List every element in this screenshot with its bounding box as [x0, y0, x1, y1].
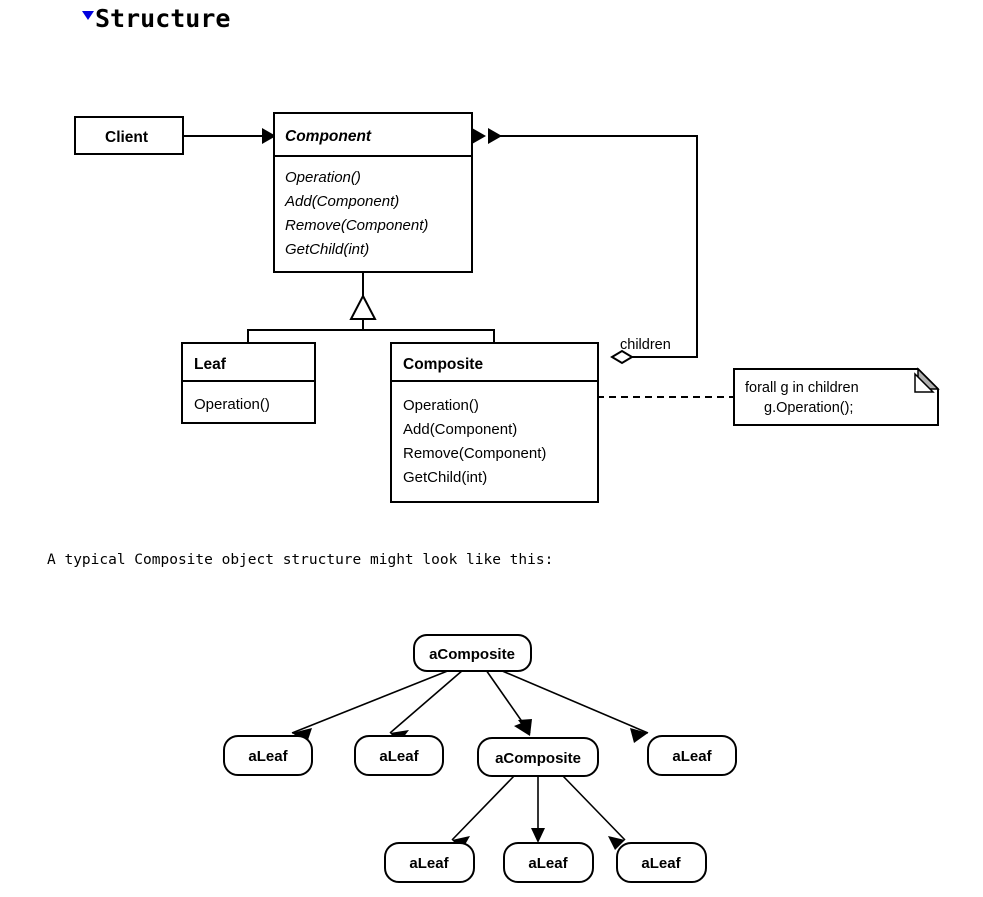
edge-root-to-leaf3: [499, 669, 649, 743]
edge-root-to-leaf2: [389, 669, 464, 743]
class-name-component: Component: [285, 128, 372, 145]
note-line-2: g.Operation();: [764, 400, 853, 416]
uml-class-diagram: children Client Component Operation() Ad…: [74, 112, 940, 503]
object-label: aLeaf: [379, 748, 419, 765]
class-name-client: Client: [105, 129, 148, 146]
class-operation: Operation(): [285, 169, 361, 186]
edge-composite-children-to-component: children: [472, 128, 698, 365]
triangle-down-icon[interactable]: [82, 11, 94, 20]
object-label: aLeaf: [248, 748, 288, 765]
note-box: forall g in children g.Operation();: [733, 367, 940, 426]
object-node-aleaf-6[interactable]: aLeaf: [616, 842, 707, 883]
edge-client-to-component: [183, 128, 276, 144]
note-line-1: forall g in children: [745, 380, 859, 396]
class-box-client[interactable]: Client: [74, 116, 184, 155]
class-box-composite[interactable]: Composite Operation() Add(Component) Rem…: [390, 342, 599, 503]
section-header[interactable]: Structure: [82, 4, 230, 38]
object-node-acomposite-mid[interactable]: aComposite: [477, 737, 599, 777]
object-label: aLeaf: [409, 855, 449, 872]
edge-root-to-mid: [485, 669, 532, 736]
association-label-children: children: [620, 337, 671, 353]
edge-root-to-leaf1: [291, 669, 451, 743]
class-operation: GetChild(int): [285, 241, 369, 258]
edge-mid-to-leaf5: [531, 775, 545, 843]
edge-mid-to-leaf4: [451, 774, 516, 850]
object-node-aleaf-2[interactable]: aLeaf: [354, 735, 444, 776]
object-node-aleaf-3[interactable]: aLeaf: [647, 735, 737, 776]
object-node-aleaf-4[interactable]: aLeaf: [384, 842, 475, 883]
class-name-composite: Composite: [403, 356, 483, 373]
object-node-aleaf-1[interactable]: aLeaf: [223, 735, 313, 776]
object-node-acomposite-root[interactable]: aComposite: [413, 634, 532, 672]
object-label: aLeaf: [528, 855, 568, 872]
class-box-leaf[interactable]: Leaf Operation(): [181, 342, 316, 424]
class-operation: Add(Component): [284, 193, 399, 210]
edge-mid-to-leaf6: [561, 774, 626, 850]
class-name-leaf: Leaf: [194, 356, 227, 373]
object-label: aLeaf: [672, 748, 712, 765]
object-label: aLeaf: [641, 855, 681, 872]
class-box-component[interactable]: Component Operation() Add(Component) Rem…: [273, 112, 473, 273]
object-node-aleaf-5[interactable]: aLeaf: [503, 842, 594, 883]
class-operation: Remove(Component): [403, 445, 546, 462]
object-label: aComposite: [429, 646, 515, 663]
class-operation: Operation(): [403, 397, 479, 414]
class-operation: Remove(Component): [285, 217, 428, 234]
class-operation: Add(Component): [403, 421, 517, 438]
edge-generalization: [247, 272, 495, 343]
class-operation: Operation(): [194, 396, 270, 413]
page-title: Structure: [95, 4, 231, 33]
caption-text: A typical Composite object structure mig…: [47, 552, 554, 568]
class-operation: GetChild(int): [403, 469, 487, 486]
object-label: aComposite: [495, 750, 581, 767]
object-instance-diagram: aComposite aLeaf aLeaf aComposite aLeaf …: [223, 634, 737, 883]
